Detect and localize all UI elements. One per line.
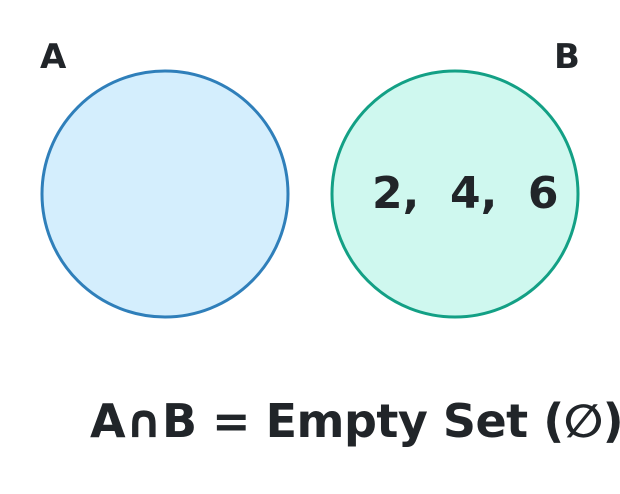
set-b-elements: 2, 4, 6 xyxy=(372,168,559,219)
set-a-circle xyxy=(40,69,290,319)
intersection-caption: A∩B = Empty Set (∅) xyxy=(90,394,620,448)
set-a-label: A xyxy=(40,37,67,77)
set-b-circle xyxy=(330,69,580,319)
set-b-label: B xyxy=(554,37,580,77)
